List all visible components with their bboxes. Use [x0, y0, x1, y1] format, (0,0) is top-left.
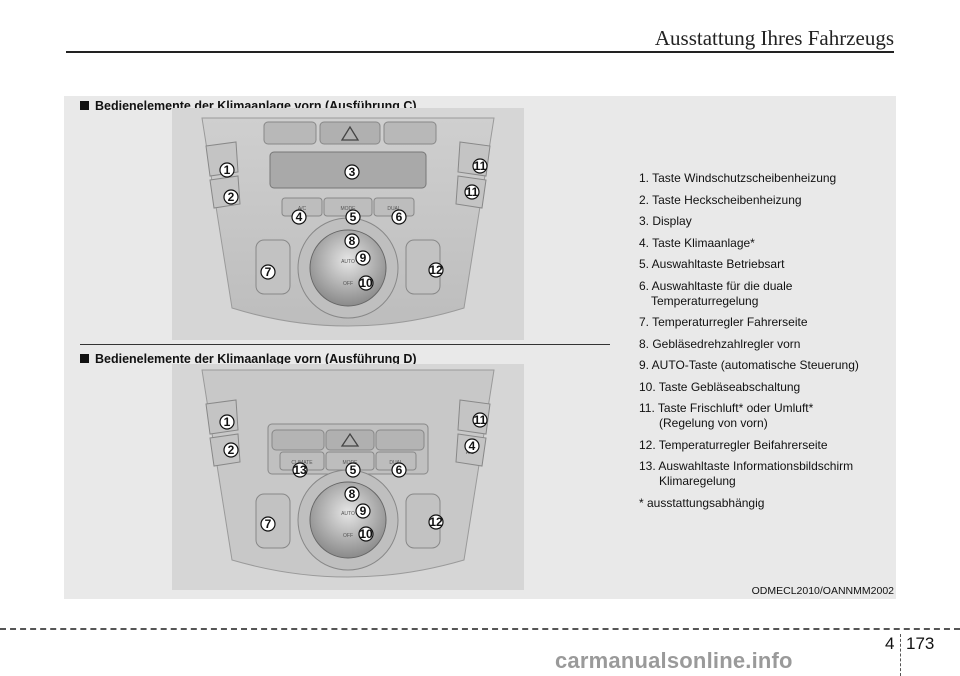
- page-number: 173: [906, 634, 935, 653]
- svg-text:1: 1: [224, 415, 231, 429]
- callout-10: 10: [358, 275, 374, 291]
- legend-item: * ausstattungsabhängig: [639, 495, 765, 510]
- legend-item: 10. Taste Gebläseabschaltung: [639, 379, 801, 394]
- legend-item: 7. Temperaturregler Fahrerseite: [639, 315, 808, 329]
- callout-7: 7: [260, 516, 276, 532]
- svg-text:AUTO: AUTO: [341, 511, 355, 517]
- legend-item: 1. Taste Windschutzscheibenheizung: [639, 171, 837, 185]
- svg-text:11: 11: [474, 413, 487, 427]
- svg-text:5: 5: [350, 210, 357, 224]
- callout-12: 12: [428, 262, 444, 278]
- legend-item: 3. Display: [639, 214, 692, 228]
- callout-3: 3: [344, 164, 360, 180]
- svg-text:9: 9: [360, 504, 367, 518]
- callout-11a: 11: [472, 158, 488, 174]
- svg-text:7: 7: [265, 265, 272, 279]
- image-code: ODMECL2010/OANNMM2002: [751, 585, 894, 597]
- callout-5: 5: [345, 209, 361, 225]
- legend-item: 9. AUTO-Taste (automatische Steuerung): [639, 358, 859, 372]
- callout-7: 7: [260, 264, 276, 280]
- section-divider: [80, 344, 610, 345]
- bullet-square-icon: [80, 354, 89, 363]
- svg-text:OFF: OFF: [343, 533, 353, 539]
- svg-text:AUTO: AUTO: [341, 259, 355, 265]
- svg-text:1: 1: [224, 163, 231, 177]
- svg-text:DUAL: DUAL: [387, 206, 401, 212]
- header-title: Ausstattung Ihres Fahrzeugs: [654, 26, 894, 50]
- svg-text:7: 7: [265, 517, 272, 531]
- callout-5: 5: [345, 462, 361, 478]
- svg-text:2: 2: [228, 443, 235, 457]
- legend-item: 12. Temperaturregler Beifahrerseite: [639, 437, 828, 452]
- svg-text:OFF: OFF: [343, 281, 353, 287]
- callout-6: 6: [391, 462, 407, 478]
- svg-text:11: 11: [466, 185, 479, 199]
- svg-text:6: 6: [396, 210, 403, 224]
- callout-9: 9: [355, 250, 371, 266]
- svg-text:10: 10: [359, 527, 373, 541]
- legend-list: 1. Taste Windschutzscheibenheizung 2. Ta…: [639, 171, 889, 517]
- svg-text:4: 4: [296, 210, 303, 224]
- svg-text:12: 12: [429, 263, 443, 277]
- callout-11: 11: [472, 412, 488, 428]
- watermark: carmanualsonline.info: [555, 648, 793, 673]
- callout-8: 8: [344, 486, 360, 502]
- footer-rule: [0, 628, 960, 630]
- svg-text:9: 9: [360, 251, 367, 265]
- page-separator: [900, 634, 902, 676]
- legend-item: 4. Taste Klimaanlage*: [639, 235, 755, 250]
- callout-11b: 11: [464, 184, 480, 200]
- callout-12: 12: [428, 514, 444, 530]
- callout-2: 2: [223, 442, 239, 458]
- chapter-number: 4: [885, 634, 895, 653]
- svg-text:8: 8: [349, 487, 356, 501]
- svg-text:12: 12: [429, 515, 443, 529]
- svg-text:MODE: MODE: [341, 206, 357, 212]
- svg-text:6: 6: [396, 463, 403, 477]
- legend-item: 2. Taste Heckscheibenheizung: [639, 192, 802, 207]
- svg-text:2: 2: [228, 190, 235, 204]
- svg-text:11: 11: [474, 159, 487, 173]
- callout-4: 4: [291, 209, 307, 225]
- callout-10: 10: [358, 526, 374, 542]
- svg-text:5: 5: [350, 463, 357, 477]
- callout-1: 1: [219, 162, 235, 178]
- callout-6: 6: [391, 209, 407, 225]
- svg-text:8: 8: [349, 234, 356, 248]
- callout-2: 2: [223, 189, 239, 205]
- callout-8: 8: [344, 233, 360, 249]
- callout-1: 1: [219, 414, 235, 430]
- svg-text:A/C: A/C: [298, 206, 307, 212]
- svg-text:3: 3: [349, 165, 356, 179]
- legend-item: 5. Auswahltaste Betriebsart: [639, 257, 785, 271]
- section-d-title: Bedienelemente der Klimaanlage vorn (Aus…: [80, 352, 417, 366]
- svg-text:10: 10: [359, 276, 373, 290]
- figure-c-photo: A/C MODE DUAL AUTO OFF 1 2 3 4 5 6 7 8 9…: [172, 108, 524, 340]
- callout-9: 9: [355, 503, 371, 519]
- legend-item: 11. Taste Frischluft* oder Umluft*(Regel…: [639, 401, 814, 430]
- svg-text:13: 13: [293, 463, 307, 477]
- svg-text:4: 4: [469, 439, 476, 453]
- callout-4: 4: [464, 438, 480, 454]
- legend-item: 8. Gebläsedrehzahlregler vorn: [639, 336, 801, 351]
- callout-13: 13: [292, 462, 308, 478]
- header-rule: [66, 51, 894, 53]
- bullet-square-icon: [80, 101, 89, 110]
- figure-d-photo: A/C CLIMATE MODE DUAL AUTO OFF 1 2 13 5 …: [172, 364, 524, 590]
